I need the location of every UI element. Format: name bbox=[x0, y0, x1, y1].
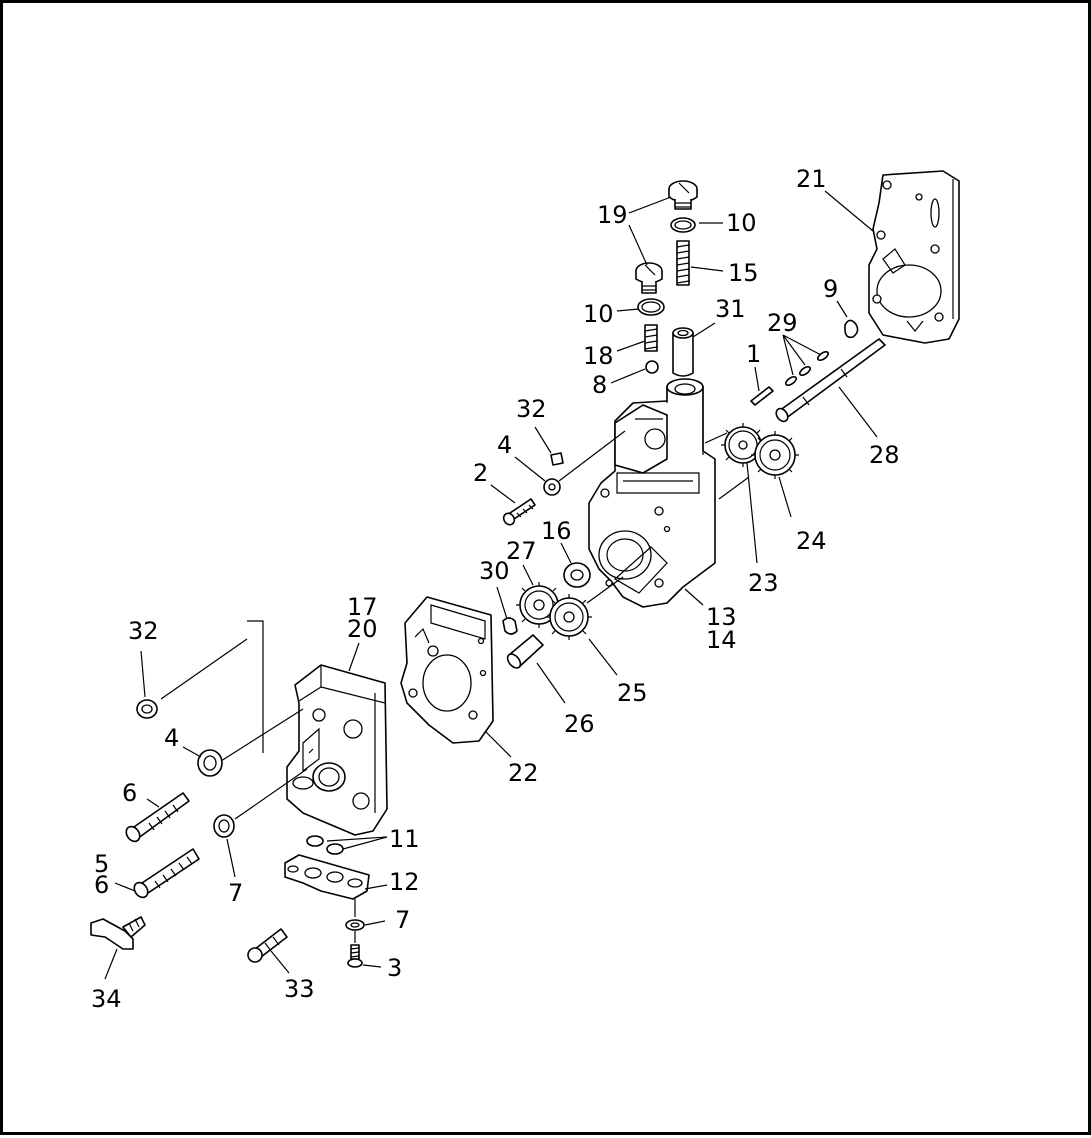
part-30-key bbox=[502, 617, 518, 635]
callout-2: 2 bbox=[473, 459, 488, 487]
part-10-oring-top bbox=[670, 217, 696, 233]
callout-26: 26 bbox=[564, 710, 595, 738]
exploded-parts-diagram: 21 9 29 1 28 19 10 15 10 31 18 8 32 4 2 … bbox=[90, 165, 960, 1013]
part-16-bushing bbox=[563, 562, 591, 588]
callout-29: 29 bbox=[767, 309, 798, 337]
part-13-14-pump-body bbox=[588, 378, 716, 608]
callout-18: 18 bbox=[583, 342, 614, 370]
callout-14: 14 bbox=[706, 626, 737, 654]
callout-12: 12 bbox=[389, 868, 420, 896]
part-3-screw bbox=[347, 944, 363, 968]
callout-7b: 7 bbox=[395, 906, 410, 934]
part-12-flange bbox=[284, 854, 370, 900]
callout-31: 31 bbox=[715, 295, 746, 323]
part-25-gear bbox=[546, 594, 592, 640]
callout-5: 5 bbox=[94, 850, 109, 878]
callout-16: 16 bbox=[541, 517, 572, 545]
callout-10a: 10 bbox=[726, 209, 757, 237]
part-2-screw bbox=[502, 498, 536, 526]
callout-27: 27 bbox=[506, 537, 537, 565]
part-4-washer-upper bbox=[543, 478, 561, 496]
callout-24: 24 bbox=[796, 527, 827, 555]
part-31-sleeve bbox=[672, 327, 694, 377]
part-24-gear bbox=[751, 431, 799, 479]
part-15-spring bbox=[676, 240, 690, 286]
callout-7a: 7 bbox=[228, 879, 243, 907]
callout-23: 23 bbox=[748, 569, 779, 597]
callout-3: 3 bbox=[387, 954, 402, 982]
callout-labels: 21 9 29 1 28 19 10 15 10 31 18 8 32 4 2 … bbox=[91, 165, 900, 1013]
callout-28: 28 bbox=[869, 441, 900, 469]
callout-21: 21 bbox=[796, 165, 827, 193]
callout-22: 22 bbox=[508, 759, 539, 787]
callout-8: 8 bbox=[592, 371, 607, 399]
part-17-20-cover bbox=[286, 664, 388, 836]
part-7-washer-left bbox=[213, 814, 235, 838]
callout-15: 15 bbox=[728, 259, 759, 287]
part-26-shaft bbox=[506, 634, 544, 669]
part-4-washer-lower bbox=[197, 749, 223, 777]
callout-11: 11 bbox=[389, 825, 420, 853]
callout-32a: 32 bbox=[516, 395, 547, 423]
part-28-shaft bbox=[775, 338, 886, 423]
callout-19: 19 bbox=[597, 201, 628, 229]
part-32-plug-upper bbox=[550, 452, 564, 466]
part-19-plug-lower bbox=[635, 262, 663, 294]
callout-1: 1 bbox=[746, 340, 761, 368]
callout-25: 25 bbox=[617, 679, 648, 707]
part-21-plate bbox=[868, 170, 960, 344]
leader-lines bbox=[104, 190, 878, 980]
callout-4a: 4 bbox=[497, 431, 512, 459]
callout-34: 34 bbox=[91, 985, 122, 1013]
part-29-keys bbox=[784, 350, 830, 387]
callout-4b: 4 bbox=[164, 724, 179, 752]
callout-6a: 6 bbox=[122, 779, 137, 807]
part-1-pin bbox=[750, 386, 774, 406]
callout-20: 20 bbox=[347, 615, 378, 643]
callout-30: 30 bbox=[479, 557, 510, 585]
callout-13: 13 bbox=[706, 603, 737, 631]
part-11-orings bbox=[306, 835, 344, 855]
callout-17: 17 bbox=[347, 593, 378, 621]
part-32-plug-lower bbox=[136, 699, 158, 719]
part-5-6-bolt-lower bbox=[133, 848, 200, 899]
part-9-clip bbox=[844, 319, 859, 339]
part-6-bolt-upper bbox=[125, 792, 190, 843]
part-8-ball bbox=[645, 360, 659, 374]
part-7-washer-lower bbox=[345, 919, 365, 931]
assembly-lines bbox=[160, 430, 750, 943]
callout-10b: 10 bbox=[583, 300, 614, 328]
part-10-oring-lower bbox=[637, 298, 665, 316]
part-19-plug-top bbox=[668, 180, 698, 210]
part-22-gasket bbox=[400, 596, 494, 744]
part-33-fitting bbox=[247, 928, 288, 963]
callout-6b: 6 bbox=[94, 871, 109, 899]
callout-33: 33 bbox=[284, 975, 315, 1003]
part-18-spring bbox=[644, 324, 658, 352]
callout-32b: 32 bbox=[128, 617, 159, 645]
callout-9: 9 bbox=[823, 275, 838, 303]
part-23-gear bbox=[721, 423, 765, 467]
part-34-elbow bbox=[90, 916, 146, 950]
